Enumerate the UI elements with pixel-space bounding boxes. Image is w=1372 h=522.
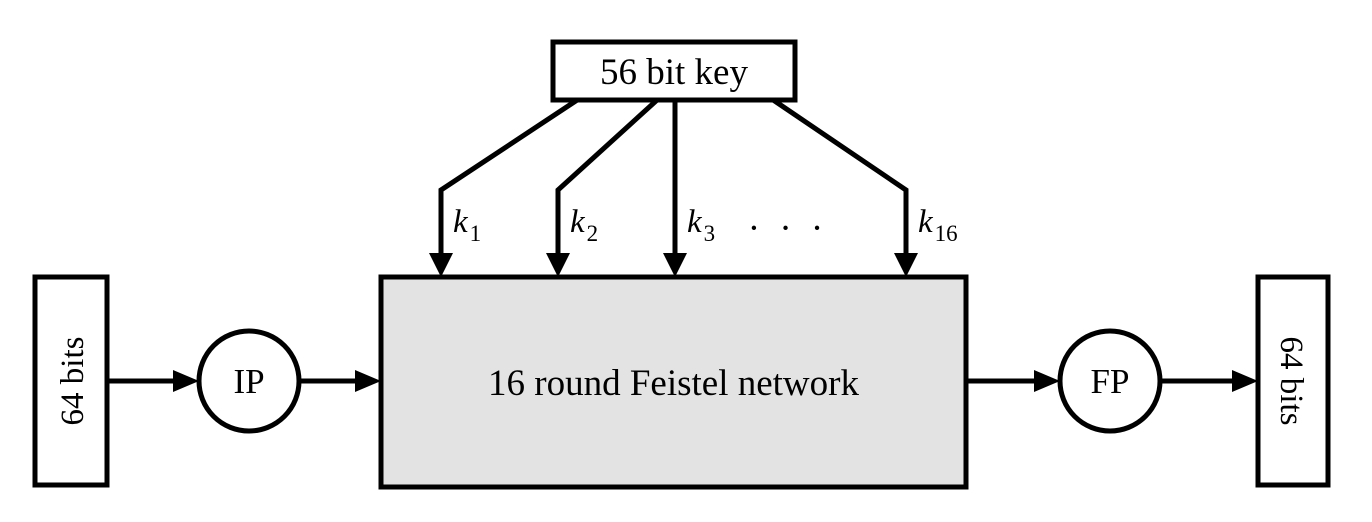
feistel-box-label: 16 round Feistel network bbox=[488, 363, 859, 404]
round-key-arrowhead-k16 bbox=[894, 253, 918, 277]
flow-arrowhead-ip-to-feistel bbox=[355, 370, 381, 392]
flow-arrowhead-fp-to-output bbox=[1232, 370, 1258, 392]
round-key-base: k bbox=[918, 204, 934, 240]
round-key-arrowhead-k3 bbox=[663, 253, 687, 277]
ip-label: IP bbox=[233, 362, 264, 401]
round-key-base: k bbox=[687, 204, 703, 240]
round-key-subscript: 16 bbox=[935, 221, 958, 246]
ellipsis-label: · · · bbox=[748, 208, 828, 249]
input-box-rect bbox=[32, 274, 110, 488]
fanout-line-k2 bbox=[555, 98, 659, 256]
round-key-base: k bbox=[453, 204, 469, 240]
output-box-label: 64 bits bbox=[1273, 337, 1309, 426]
feistel-box-rect bbox=[378, 274, 969, 490]
key-box: 56 bit key bbox=[550, 39, 798, 103]
round-key-subscript: 2 bbox=[587, 221, 599, 246]
flow-arrowhead-feistel-to-fp bbox=[1034, 370, 1060, 392]
initial-permutation-node: IP bbox=[196, 328, 302, 434]
round-key-label-k3: k3 bbox=[687, 204, 715, 246]
input-box-label: 64 bits bbox=[55, 337, 91, 426]
feistel-network-box: 16 round Feistel network bbox=[378, 274, 969, 490]
round-key-arrowheads bbox=[429, 253, 918, 277]
round-key-arrowhead-k1 bbox=[429, 253, 453, 277]
fanout-line-k1 bbox=[438, 97, 579, 256]
round-key-label-k16: k16 bbox=[918, 204, 958, 246]
key-box-rect bbox=[550, 39, 798, 103]
input-bits-box: 64 bits bbox=[32, 274, 110, 488]
output-bits-box: 64 bits bbox=[1255, 274, 1331, 488]
flow-arrowhead-input-to-ip bbox=[173, 370, 199, 392]
round-key-label-k2: k2 bbox=[570, 204, 598, 246]
fp-label: FP bbox=[1091, 362, 1130, 401]
data-flow-arrows bbox=[107, 370, 1258, 392]
round-key-arrowhead-k2 bbox=[546, 253, 570, 277]
round-key-fanout-lines bbox=[438, 97, 909, 256]
round-key-base: k bbox=[570, 204, 586, 240]
fanout-line-k16 bbox=[771, 97, 909, 256]
round-key-subscript: 1 bbox=[470, 221, 482, 246]
round-key-subscript: 3 bbox=[704, 221, 716, 246]
round-key-label-k1: k1 bbox=[453, 204, 481, 246]
final-permutation-node: FP bbox=[1057, 328, 1163, 434]
key-box-label: 56 bit key bbox=[600, 52, 748, 93]
